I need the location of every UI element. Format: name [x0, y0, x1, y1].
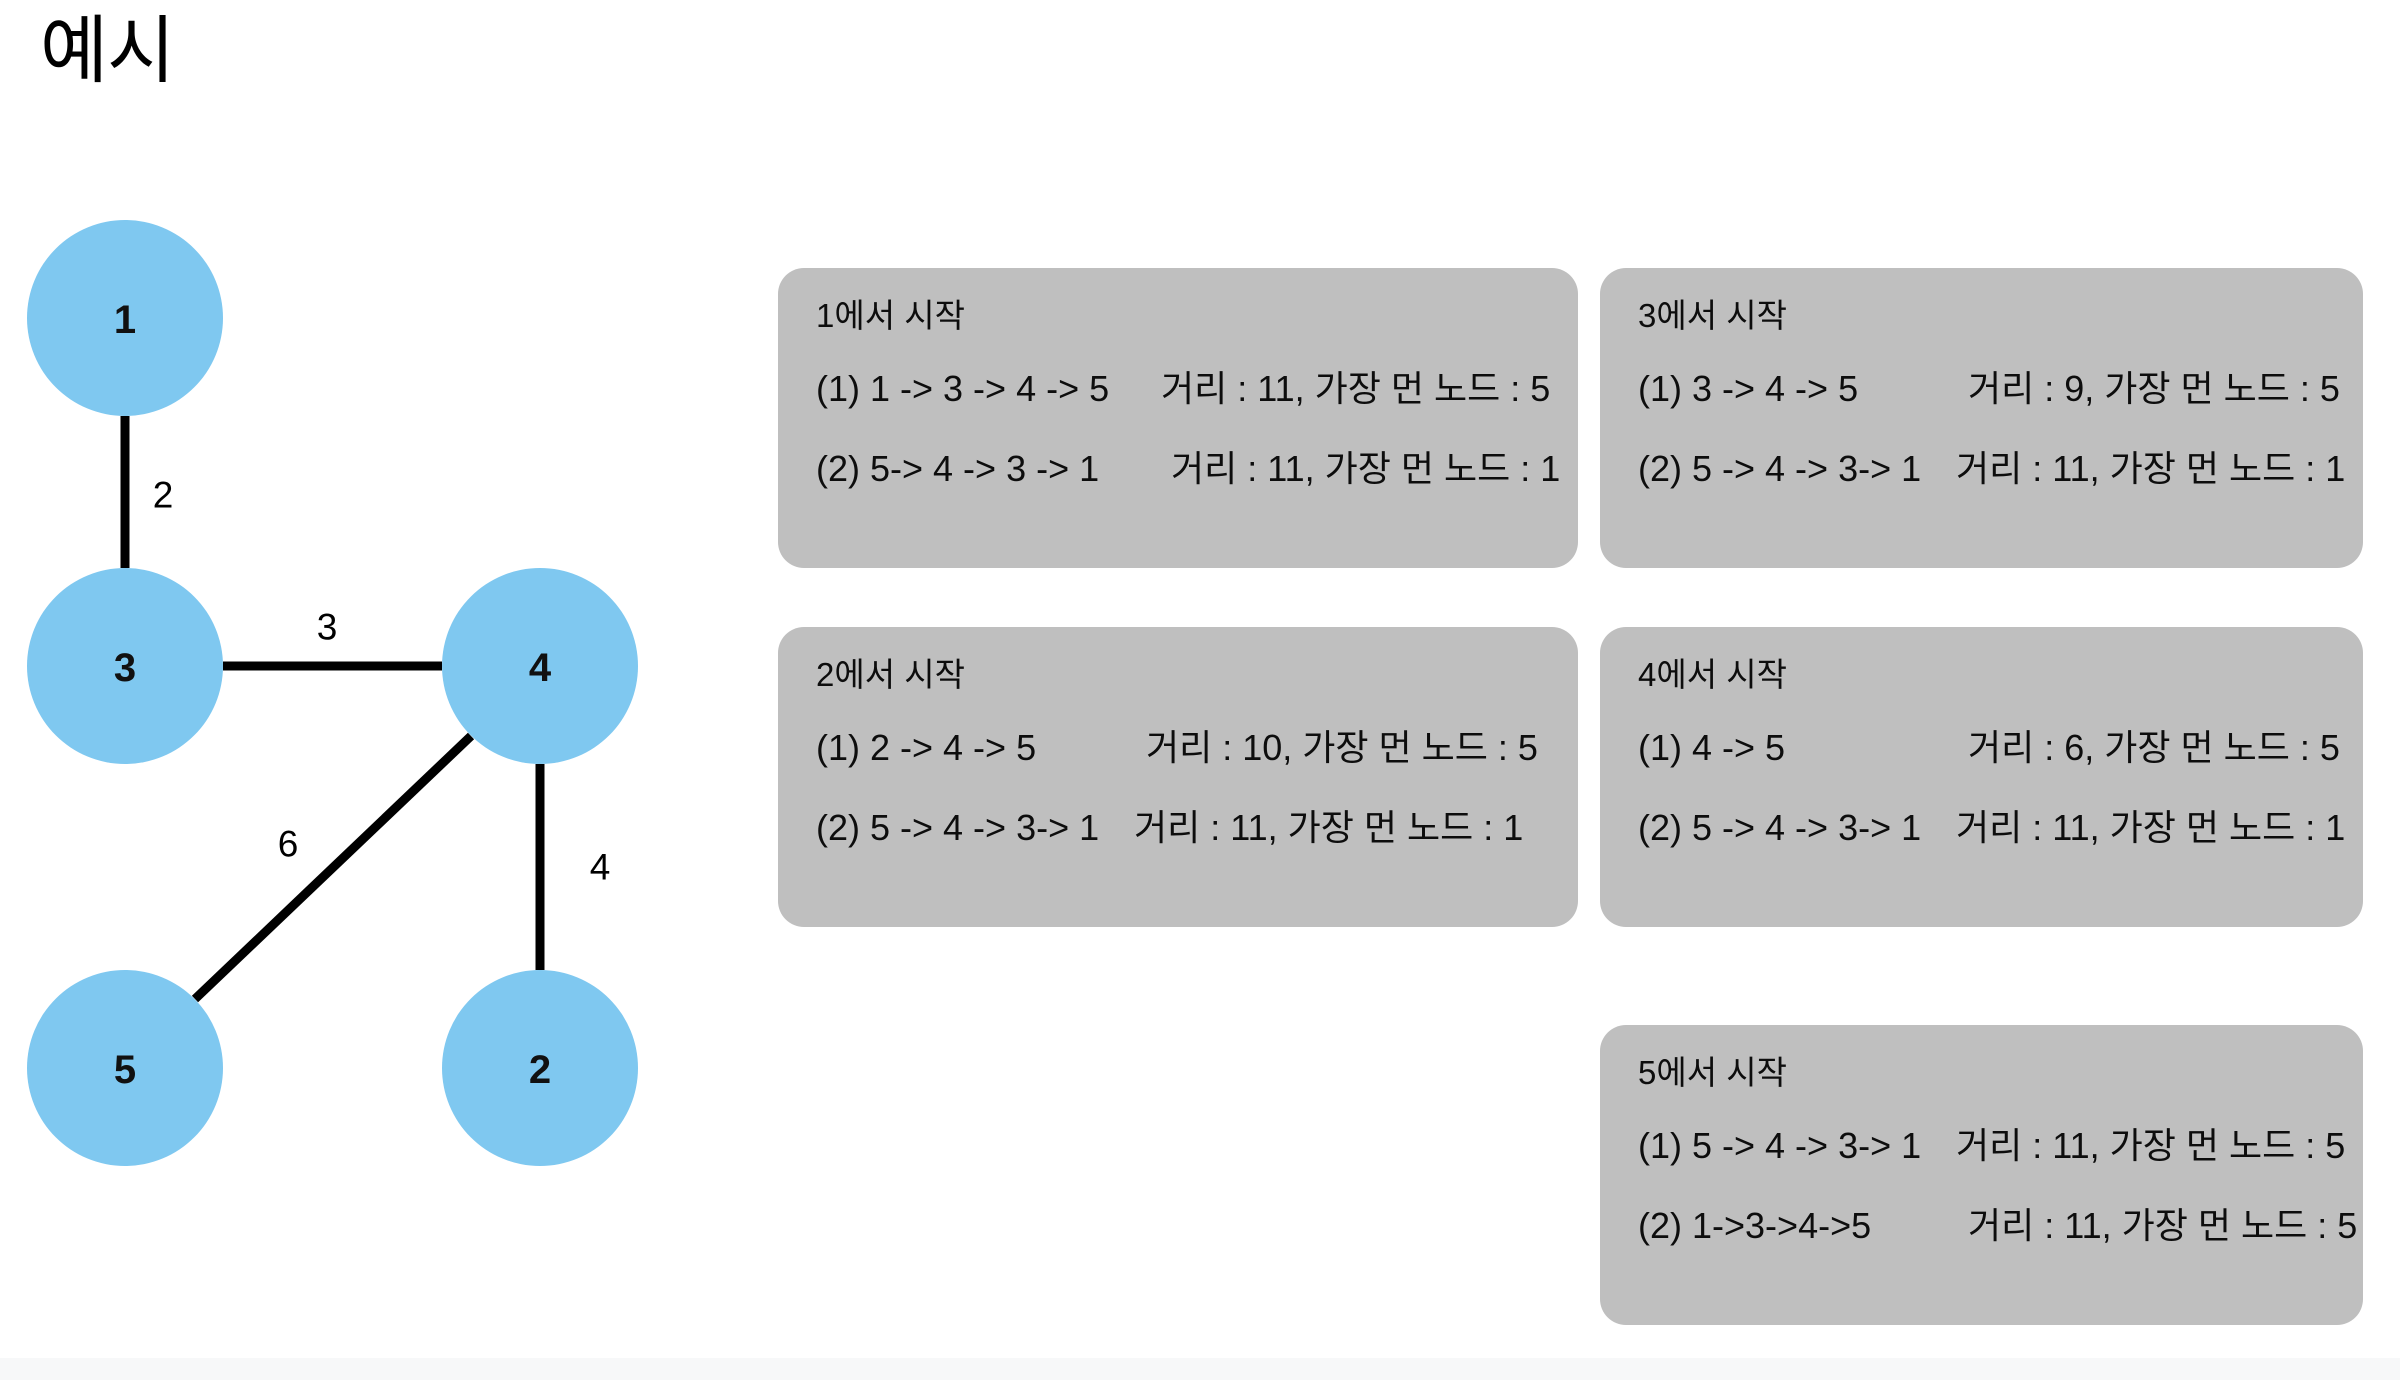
node-1-label: 1	[114, 298, 136, 342]
page-title: 예시	[40, 9, 175, 92]
node-4-circle	[442, 568, 638, 764]
edge-weight-4-5: 6	[278, 824, 299, 865]
card-title: 5에서 시작	[1638, 1054, 1787, 1091]
card-row: (2) 5 -> 4 -> 3-> 1 거리 : 11, 가장 먼 노드 : 1	[1638, 447, 2345, 489]
card-row: (1) 4 -> 5 거리 : 6, 가장 먼 노드 : 5	[1638, 727, 2340, 769]
card-title: 4에서 시작	[1638, 656, 1787, 693]
node-4-label: 4	[529, 646, 552, 690]
node-5-label: 5	[114, 1048, 136, 1092]
node-3-label: 3	[114, 646, 136, 690]
card-row-info: 거리 : 11, 가장 먼 노드 : 5	[1968, 1204, 2358, 1246]
card-row-info: 거리 : 11, 가장 먼 노드 : 1	[1171, 447, 1561, 489]
card-row-path: (1) 2 -> 4 -> 5	[816, 727, 1037, 769]
card-row-path: (1) 1 -> 3 -> 4 -> 5	[816, 368, 1110, 410]
card-row-info: 거리 : 11, 가장 먼 노드 : 1	[1956, 806, 2346, 848]
card-title: 3에서 시작	[1638, 297, 1787, 334]
edge-4-5	[191, 732, 475, 1003]
card-row: (1) 5 -> 4 -> 3-> 1 거리 : 11, 가장 먼 노드 : 5	[1638, 1125, 2345, 1167]
card-row-path: (2) 5 -> 4 -> 3-> 1	[816, 806, 1100, 848]
graph-node-1[interactable]: 1	[27, 220, 223, 416]
card-row-info: 거리 : 11, 가장 먼 노드 : 1	[1134, 806, 1524, 848]
card-row-path: (2) 5 -> 4 -> 3-> 1	[1638, 447, 1922, 489]
node-5-circle	[27, 970, 223, 1166]
card-row: (2) 5 -> 4 -> 3-> 1 거리 : 11, 가장 먼 노드 : 1	[1638, 806, 2345, 848]
card-row: (2) 1->3->4->5 거리 : 11, 가장 먼 노드 : 5	[1638, 1204, 2357, 1246]
node-2-circle	[442, 970, 638, 1166]
result-card-start-3: 3에서 시작 (1) 3 -> 4 -> 5 거리 : 9, 가장 먼 노드 :…	[1600, 268, 2363, 568]
node-1-circle	[27, 220, 223, 416]
card-title: 1에서 시작	[816, 297, 965, 334]
edge-weight-3-4: 3	[317, 607, 338, 648]
card-row: (2) 5 -> 4 -> 3-> 1 거리 : 11, 가장 먼 노드 : 1	[816, 807, 1544, 848]
result-card-start-1: 1에서 시작 (1) 1 -> 3 -> 4 -> 5 거리 : 11, 가장 …	[778, 268, 1578, 568]
card-row: (1) 1 -> 3 -> 4 -> 5 거리 : 11, 가장 먼 노드 : …	[816, 368, 1550, 410]
node-2-label: 2	[529, 1048, 551, 1092]
result-card-start-2: 2에서 시작 (1) 2 -> 4 -> 5 거리 : 10, 가장 먼 노드 …	[778, 627, 1578, 927]
card-row-path: (2) 5 -> 4 -> 3-> 1	[1638, 806, 1922, 848]
card-row-path: (1) 5 -> 4 -> 3-> 1	[1638, 1125, 1922, 1167]
card-row-info: 거리 : 9, 가장 먼 노드 : 5	[1968, 368, 2340, 410]
card-row-path: (2) 5-> 4 -> 3 -> 1	[816, 447, 1100, 489]
card-row-info: 거리 : 11, 가장 먼 노드 : 1	[1956, 447, 2346, 489]
card-row: (2) 5-> 4 -> 3 -> 1 거리 : 11, 가장 먼 노드 : 1	[816, 447, 1560, 489]
bottom-edge-band	[0, 1358, 2400, 1380]
card-title: 2에서 시작	[816, 656, 965, 693]
card-row-info: 거리 : 11, 가장 먼 노드 : 5	[1161, 368, 1551, 410]
graph-node-2[interactable]: 2	[442, 970, 638, 1166]
card-row-path: (1) 3 -> 4 -> 5	[1638, 368, 1859, 410]
result-card-start-4: 4에서 시작 (1) 4 -> 5 거리 : 6, 가장 먼 노드 : 5 (2…	[1600, 627, 2363, 927]
card-row-path: (2) 1->3->4->5	[1638, 1204, 1872, 1246]
card-row-info: 거리 : 10, 가장 먼 노드 : 5	[1146, 727, 1538, 769]
card-row-info: 거리 : 11, 가장 먼 노드 : 5	[1956, 1125, 2346, 1167]
edge-weight-1-3: 2	[153, 475, 174, 516]
edge-weight-4-2: 4	[590, 847, 611, 888]
card-row-info: 거리 : 6, 가장 먼 노드 : 5	[1968, 727, 2340, 769]
card-row-path: (1) 4 -> 5	[1638, 727, 1786, 769]
graph-node-4[interactable]: 4	[442, 568, 638, 764]
graph-node-5[interactable]: 5	[27, 970, 223, 1166]
node-3-circle	[27, 568, 223, 764]
result-card-start-5: 5에서 시작 (1) 5 -> 4 -> 3-> 1 거리 : 11, 가장 먼…	[1600, 1025, 2363, 1325]
graph-node-3[interactable]: 3	[27, 568, 223, 764]
graph-svg: 2 3 6 4 1 3 4 5 2	[27, 220, 638, 1166]
weighted-graph-diagram: 2 3 6 4 1 3 4 5 2	[0, 150, 760, 1230]
card-row: (1) 3 -> 4 -> 5 거리 : 9, 가장 먼 노드 : 5	[1638, 368, 2340, 410]
card-row: (1) 2 -> 4 -> 5 거리 : 10, 가장 먼 노드 : 5	[816, 727, 1544, 768]
